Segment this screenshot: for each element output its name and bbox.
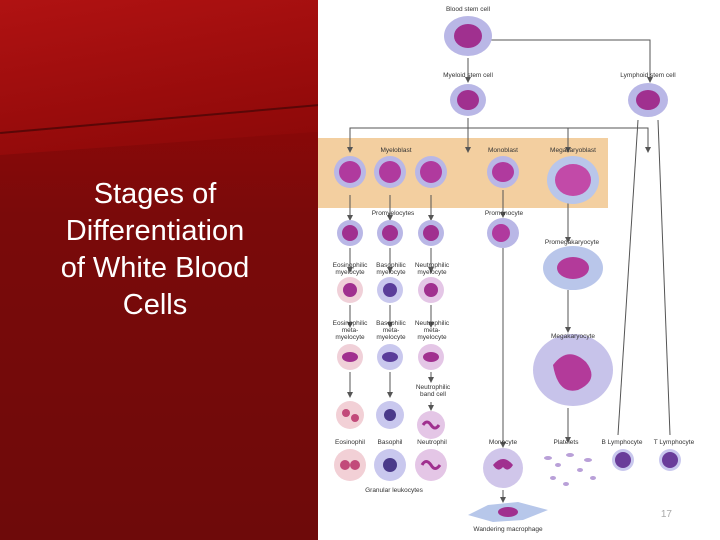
megakaryoblast-image	[547, 156, 599, 204]
label-megakaryoblast: Megakaryoblast	[550, 147, 596, 154]
monocyte-image	[483, 448, 523, 488]
label-promegakaryocyte: Promegakaryocyte	[544, 239, 600, 246]
page-number: 17	[660, 509, 672, 520]
label-neutrophilic-band-cell: Neutrophilic band cell	[415, 384, 451, 398]
label-lymphoid-stem-cell: Lymphoid stem cell	[620, 72, 676, 79]
label-platelets: Platelets	[553, 439, 579, 446]
label-eosinophilic-metamyelocyte: Eosinophilic meta- myelocyte	[332, 320, 368, 341]
title-line-1: Stages of	[93, 178, 217, 210]
label-blood-stem-cell: Blood stem cell	[445, 6, 491, 13]
title-line-3: of White Blood	[60, 252, 250, 284]
mature-granulocytes-image	[334, 401, 447, 481]
title-panel	[0, 0, 318, 540]
metamyelocytes-image	[337, 344, 444, 370]
lymphoid-stem-cell-image	[628, 83, 668, 117]
platelets-image	[544, 453, 596, 486]
arrow	[347, 118, 469, 153]
label-promyelocytes: Promyelocytes	[371, 210, 415, 217]
blood-stem-cell-image	[444, 16, 492, 56]
hematopoiesis-diagram: Blood stem cell Myeloid stem cell Lympho…	[318, 0, 720, 540]
arrow	[568, 127, 651, 153]
label-myeloblast: Myeloblast	[380, 147, 412, 154]
arrow	[657, 119, 671, 436]
slide-title: Stages of Differentiation of White Blood…	[30, 176, 280, 324]
macrophage-image	[468, 502, 548, 522]
promyelocytes-image	[337, 220, 444, 246]
title-line-2: Differentiation	[65, 215, 245, 247]
label-neutrophil: Neutrophil	[417, 439, 447, 446]
label-eosinophilic-myelocyte: Eosinophilic myelocyte	[332, 262, 368, 276]
label-megakaryocyte: Megakaryocyte	[550, 333, 596, 340]
label-basophilic-metamyelocyte: Basophilic meta- myelocyte	[376, 320, 406, 341]
label-promonocyte: Promonocyte	[484, 210, 524, 217]
megakaryocyte-image	[533, 334, 613, 406]
diagram-graphics	[334, 16, 681, 522]
title-line-4: Cells	[122, 289, 188, 321]
promonocyte-image	[487, 218, 519, 248]
header-wedge	[0, 0, 318, 155]
label-myeloid-stem-cell: Myeloid stem cell	[443, 72, 493, 79]
label-wandering-macrophage: Wandering macrophage	[473, 526, 543, 533]
arrow	[486, 39, 653, 83]
label-b-lymphocyte: B Lymphocyte	[601, 439, 643, 446]
cells	[334, 16, 681, 522]
label-monocyte: Monocyte	[488, 439, 518, 446]
promegakaryocyte-image	[543, 246, 603, 290]
myeloblast-image	[334, 156, 447, 188]
lymphocytes-image	[612, 449, 681, 471]
label-neutrophilic-myelocyte: Neutrophilic myelocyte	[414, 262, 450, 276]
label-basophilic-myelocyte: Basophilic myelocyte	[376, 262, 406, 276]
label-basophil: Basophil	[377, 439, 403, 446]
myelocytes-image	[337, 277, 444, 303]
label-neutrophilic-metamyelocyte: Neutrophilic meta- myelocyte	[414, 320, 450, 341]
monoblast-image	[487, 156, 519, 188]
label-t-lymphocyte: T Lymphocyte	[653, 439, 695, 446]
myeloid-stem-cell-image	[450, 84, 486, 116]
label-monoblast: Monoblast	[488, 147, 518, 154]
label-eosinophil: Eosinophil	[335, 439, 365, 446]
arrow	[617, 119, 639, 436]
label-granular-leukocytes: Granular leukocytes	[365, 487, 423, 494]
